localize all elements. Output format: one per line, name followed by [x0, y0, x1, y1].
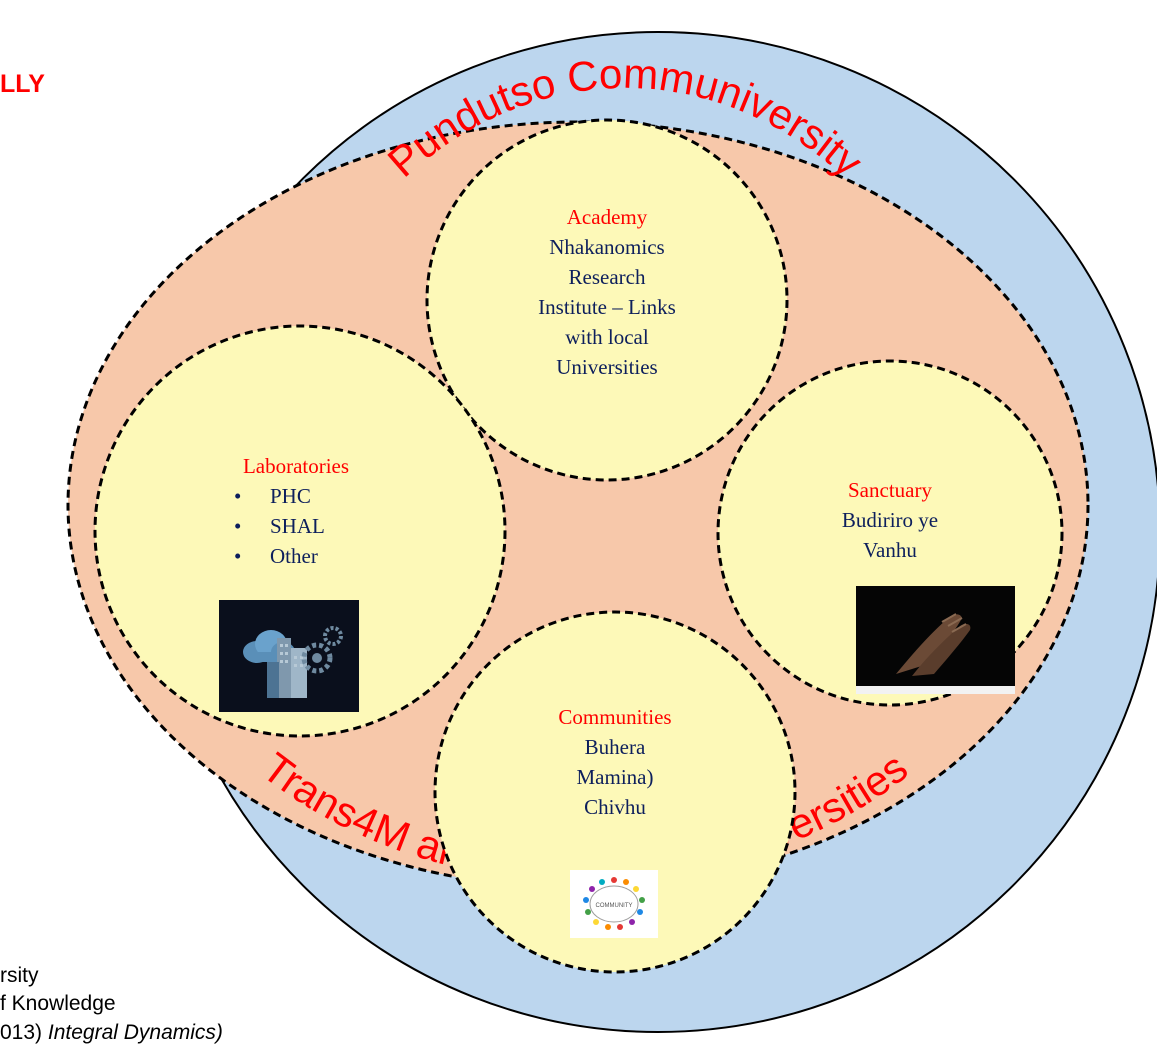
academy-circle: [425, 118, 789, 482]
laboratories-circle: [93, 324, 507, 738]
communities-logo-text: COMMUNITY: [596, 903, 633, 909]
left-title-fragment: LLY: [0, 70, 45, 98]
communities-line-2: Mamina): [576, 765, 654, 789]
academy-line-4: with local: [565, 325, 649, 349]
praying-hands-photo: [856, 613, 1015, 694]
left-text-line-1: rsity: [0, 964, 39, 987]
laboratories-item: •SHAL: [234, 514, 325, 538]
cloud-buildings-gears-icon: [243, 626, 343, 698]
sanctuary-text: Sanctuary Budiriro ye Vanhu: [790, 475, 990, 565]
communities-line-1: Buhera: [584, 735, 646, 759]
academy-line-1: Nhakanomics: [549, 235, 665, 259]
left-text-line-2: f Knowledge: [0, 992, 116, 1015]
academy-heading: Academy: [566, 205, 648, 229]
laboratories-image: [219, 600, 359, 712]
laboratories-text: Laboratories •PHC •SHAL •Other: [196, 451, 396, 571]
sanctuary-heading: Sanctuary: [848, 478, 932, 502]
communities-image: COMMUNITY: [570, 870, 658, 938]
sanctuary-line-1: Budiriro ye: [841, 508, 939, 532]
academy-line-2: Research: [568, 265, 646, 289]
laboratories-item: •Other: [234, 544, 318, 568]
laboratories-list: •PHC •SHAL •Other: [196, 481, 396, 571]
sanctuary-image: [856, 586, 1015, 694]
academy-line-3: Institute – Links: [538, 295, 676, 319]
community-people-ring-logo: COMMUNITY: [583, 877, 645, 930]
academy-text: Academy Nhakanomics Research Institute –…: [457, 202, 757, 382]
communities-circle: [433, 610, 797, 974]
sanctuary-line-2: Vanhu: [863, 538, 917, 562]
laboratories-item: •PHC: [234, 484, 311, 508]
laboratories-heading: Laboratories: [242, 454, 350, 478]
academy-line-5: Universities: [556, 355, 658, 379]
communities-text: Communities Buhera Mamina) Chivhu: [515, 702, 715, 822]
communities-line-3: Chivhu: [584, 795, 646, 819]
communities-heading: Communities: [558, 705, 672, 729]
